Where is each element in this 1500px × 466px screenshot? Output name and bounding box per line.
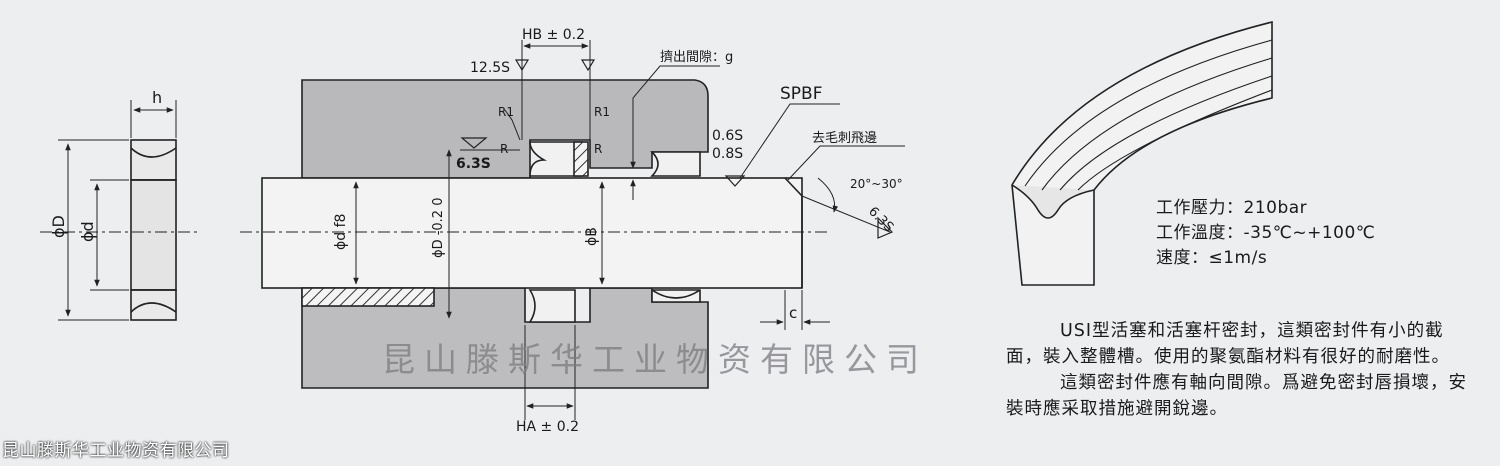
label-r-left: R — [500, 142, 508, 156]
label-phi-d: ϕd — [78, 221, 97, 242]
dimension-lines — [353, 40, 905, 420]
label-extrusion-gap: 擠出間隙：g — [660, 49, 733, 65]
label-spbf: SPBF — [780, 84, 822, 104]
label-r1-left: R1 — [498, 105, 514, 119]
seal-3d-view — [1011, 20, 1273, 286]
label-r1-right: R1 — [594, 105, 610, 119]
label-h: h — [152, 88, 162, 107]
spec-speed: 速度：≤1m/s — [1156, 248, 1268, 268]
spec-pressure: 工作壓力：210bar — [1156, 198, 1308, 218]
label-deburr: 去毛刺飛邊 — [812, 131, 877, 146]
footer-caption: 昆山滕斯华工业物资有限公司 — [2, 441, 230, 461]
spec-temperature: 工作溫度：-35℃~+100℃ — [1156, 223, 1376, 243]
label-6-3s-right: 6.3S — [865, 204, 896, 235]
housing-cross-section — [261, 79, 803, 389]
label-12-5s: 12.5S — [470, 60, 510, 76]
label-6-3s-left: 6.3S — [456, 156, 491, 172]
roughness-symbols — [460, 59, 894, 239]
label-0-6s: 0.6S — [712, 128, 743, 144]
label-hb: HB ± 0.2 — [522, 27, 585, 43]
label-phi-B: ϕB — [584, 227, 600, 246]
seal-side-view — [40, 100, 200, 321]
watermark: 昆山滕斯华工业物资有限公司 — [382, 340, 928, 379]
description-block: USI型活塞和活塞杆密封，這類密封件有小的截面，裝入整體槽。使用的聚氨酯材料有很… — [1006, 318, 1476, 422]
spec-block: 工作壓力：210bar 工作溫度：-35℃~+100℃ 速度：≤1m/s — [1156, 196, 1375, 271]
label-angle: 20°~30° — [850, 177, 903, 191]
label-0-8s: 0.8S — [712, 146, 743, 162]
label-phi-D-tol: ϕD -0.2 0 — [431, 198, 446, 259]
description-paragraph-1: USI型活塞和活塞杆密封，這類密封件有小的截面，裝入整體槽。使用的聚氨酯材料有很… — [1006, 321, 1450, 367]
label-phi-d-f8: ϕd f8 — [333, 214, 349, 250]
description-paragraph-2: 這類密封件應有軸向間隙。爲避免密封唇損壞，安裝時應采取措施避開銳邊。 — [1006, 373, 1467, 419]
label-phi-D: ϕD — [49, 215, 68, 238]
label-ha: HA ± 0.2 — [516, 419, 579, 435]
label-r-right: R — [594, 142, 602, 156]
label-c: c — [789, 304, 797, 322]
